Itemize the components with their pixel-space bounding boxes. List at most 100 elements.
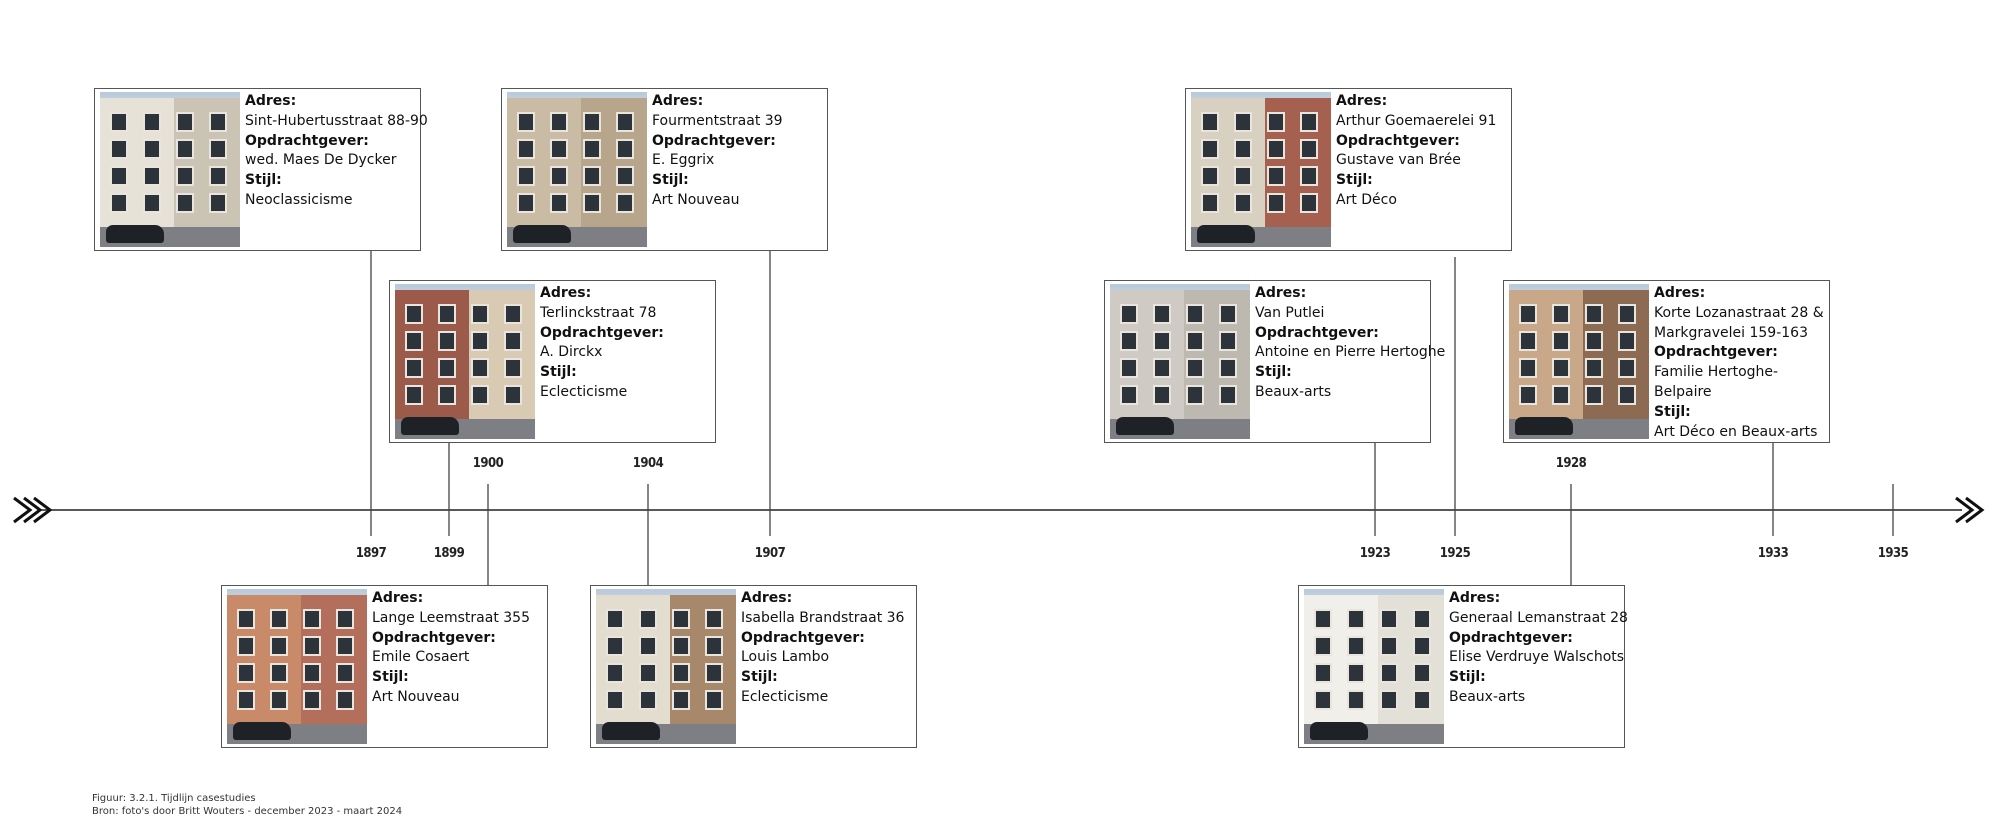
address-value: Terlinckstraat 78 — [540, 304, 657, 321]
photo-window — [517, 193, 535, 213]
photo-window — [1552, 304, 1570, 324]
address-label: Adres: — [652, 93, 704, 109]
photo-window — [336, 636, 354, 656]
photo-window — [550, 112, 568, 132]
photo-window — [405, 358, 423, 378]
client-value: E. Eggrix — [652, 152, 715, 169]
photo-window — [1552, 331, 1570, 351]
photo-window — [1219, 358, 1237, 378]
client-label: Opdrachtgever: — [741, 629, 865, 646]
photo-window — [237, 663, 255, 683]
photo-window — [1234, 112, 1252, 132]
year-label-1923: 1923 — [1359, 546, 1391, 561]
year-label-1904: 1904 — [632, 456, 664, 471]
style-label: Stijl: — [1449, 669, 1486, 686]
photo-window — [471, 385, 489, 405]
client-value: Familie Hertoghe-Belpaire — [1654, 364, 1779, 400]
photo-window — [1267, 139, 1285, 159]
address-value: Lange Leemstraat 355 — [372, 609, 530, 626]
photo-window — [1186, 304, 1204, 324]
photo-window — [1300, 193, 1318, 213]
photo-window — [504, 304, 522, 324]
photo-window — [237, 636, 255, 656]
photo-window — [110, 166, 128, 186]
address-label: Adres: — [1449, 590, 1501, 606]
photo-window — [550, 193, 568, 213]
photo-window — [336, 690, 354, 710]
photo-window — [504, 358, 522, 378]
photo-window — [1120, 304, 1138, 324]
photo-car — [602, 722, 660, 740]
photo-window — [209, 193, 227, 213]
photo-window — [1552, 385, 1570, 405]
photo-window — [1186, 331, 1204, 351]
photo-window — [1347, 609, 1365, 629]
photo-window — [639, 609, 657, 629]
photo-car — [1116, 417, 1174, 435]
building-photo — [1191, 92, 1331, 247]
photo-window — [1153, 304, 1171, 324]
photo-car — [1310, 722, 1368, 740]
photo-window — [336, 663, 354, 683]
photo-window — [1519, 331, 1537, 351]
photo-window — [1219, 331, 1237, 351]
photo-window — [1314, 636, 1332, 656]
photo-window — [550, 139, 568, 159]
photo-window — [1519, 304, 1537, 324]
photo-window — [1300, 112, 1318, 132]
building-photo — [1304, 589, 1444, 744]
style-value: Art Déco — [1336, 191, 1397, 208]
photo-window — [1120, 331, 1138, 351]
photo-window — [1519, 385, 1537, 405]
photo-window — [303, 663, 321, 683]
style-value: Art Nouveau — [652, 191, 740, 208]
address-label: Adres: — [245, 93, 297, 109]
photo-window — [1314, 690, 1332, 710]
client-label: Opdrachtgever: — [1336, 132, 1460, 149]
photo-window — [270, 609, 288, 629]
photo-window — [1201, 166, 1219, 186]
photo-window — [1380, 609, 1398, 629]
photo-window — [517, 139, 535, 159]
address-value: Fourmentstraat 39 — [652, 112, 783, 129]
case-info: Adres:Korte Lozanastraat 28 & Markgravel… — [1654, 281, 1829, 442]
photo-window — [517, 166, 535, 186]
photo-window — [438, 331, 456, 351]
style-value: Beaux-arts — [1449, 688, 1526, 705]
photo-window — [1201, 112, 1219, 132]
photo-window — [606, 690, 624, 710]
photo-window — [606, 663, 624, 683]
photo-window — [1519, 358, 1537, 378]
photo-window — [705, 690, 723, 710]
photo-window — [1380, 663, 1398, 683]
photo-window — [1618, 331, 1636, 351]
photo-window — [639, 690, 657, 710]
style-label: Stijl: — [372, 669, 409, 686]
photo-window — [143, 166, 161, 186]
photo-window — [672, 636, 690, 656]
client-label: Opdrachtgever: — [540, 324, 664, 341]
building-photo — [227, 589, 367, 744]
address-label: Adres: — [372, 590, 424, 606]
address-label: Adres: — [1654, 285, 1706, 301]
photo-window — [1153, 331, 1171, 351]
photo-window — [672, 663, 690, 683]
photo-window — [606, 636, 624, 656]
photo-window — [471, 358, 489, 378]
photo-window — [1219, 385, 1237, 405]
photo-window — [237, 609, 255, 629]
address-value: Isabella Brandstraat 36 — [741, 609, 905, 626]
style-value: Neoclassicisme — [245, 191, 353, 208]
photo-window — [639, 663, 657, 683]
photo-window — [1618, 304, 1636, 324]
